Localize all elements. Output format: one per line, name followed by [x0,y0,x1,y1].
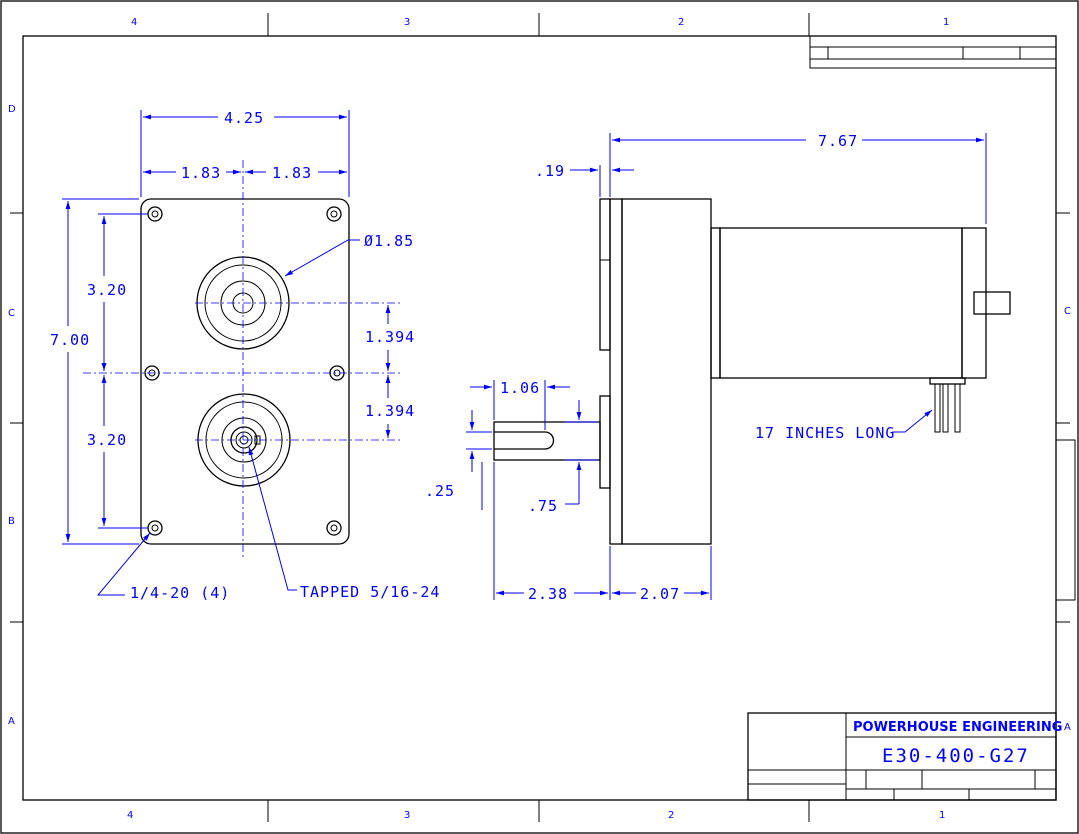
output-shaft [493,421,601,461]
rear-shaft [973,291,1011,315]
dim-text: 1.83 [272,164,312,182]
zone-bottom-4: 4 [127,810,133,821]
dim-text: 1/4-20 (4) [130,584,230,602]
dim-text: 4.25 [224,109,264,127]
zone-left-b: B [8,516,15,527]
dim-text: 3.20 [87,431,127,449]
dim-text: Ø1.85 [364,232,414,250]
dim-text: 2.38 [528,585,568,603]
callout-lead-length: 17 INCHES LONG [755,409,933,442]
zone-left-a: A [8,716,15,727]
zone-right-c: C [1064,306,1071,317]
callout-tapped: TAPPED 5/16-24 [248,446,440,601]
zone-top-4: 4 [131,17,137,28]
gearbox-face [140,198,350,545]
dim-keyway-length: 1.06 [470,379,570,430]
flange [609,198,623,545]
zone-bottom-2: 2 [668,810,674,821]
motor-end-cap [961,227,987,379]
company-name: POWERHOUSE ENGINEERING [853,720,1062,735]
callout-boss-diameter: Ø1.85 [284,232,414,277]
gearbox-body [621,198,712,545]
dim-height-overall: 7.00 [50,198,139,545]
zone-top-1: 1 [943,17,949,28]
dim-text: 1.83 [181,164,221,182]
dim-text: 3.20 [87,281,127,299]
dim-shaft-diameter: .75 [528,400,598,515]
dim-text: 2.07 [640,585,680,603]
lead-wires [934,383,961,433]
zone-labels: 4 3 2 1 4 3 2 1 D C B A C A [8,17,1071,821]
dim-text: .19 [535,162,565,180]
dim-keyway-width: .25 [425,410,492,510]
dim-text: 7.67 [818,132,858,150]
dim-text: .25 [425,482,455,500]
zone-right-a: A [1064,722,1071,733]
zone-left-c: C [8,308,15,319]
callout-mount-holes: 1/4-20 (4) [96,532,230,602]
center-lines [83,160,402,560]
motor-body [719,227,963,379]
part-number: E30-400-G27 [882,745,1030,767]
dim-hole-spacing: 3.20 3.20 [87,213,148,529]
dim-text: .75 [528,497,558,515]
revision-block [809,35,1057,69]
dim-text: 1.394 [365,328,415,346]
dim-text: 7.00 [50,331,90,349]
dim-overall-length: 7.67 [609,132,987,224]
zone-bottom-3: 3 [404,810,410,821]
dim-shaft-gearbox-length: 2.38 2.07 [493,462,712,603]
dim-half-widths: 1.83 1.83 [143,164,347,182]
zone-left-d: D [8,104,16,115]
dim-flange-offset: .19 [535,162,634,197]
title-block: POWERHOUSE ENGINEERING E30-400-G27 [747,712,1062,801]
dim-text: 1.06 [500,379,540,397]
dim-text: 17 INCHES LONG [755,424,895,442]
side-view: 7.67 .19 1.06 .25 .75 2.38 [425,132,1011,603]
zone-top-2: 2 [678,17,684,28]
lead-connector [929,377,966,385]
dim-text: TAPPED 5/16-24 [300,583,440,601]
zone-bottom-1: 1 [939,810,945,821]
dim-text: 1.394 [365,402,415,420]
dim-shaft-offsets: 1.394 1.394 [365,305,415,438]
dim-width-overall: 4.25 [140,109,350,197]
zone-top-3: 3 [404,17,410,28]
front-view: 4.25 1.83 1.83 7.00 3.20 3.20 1.394 1.39… [50,109,440,602]
